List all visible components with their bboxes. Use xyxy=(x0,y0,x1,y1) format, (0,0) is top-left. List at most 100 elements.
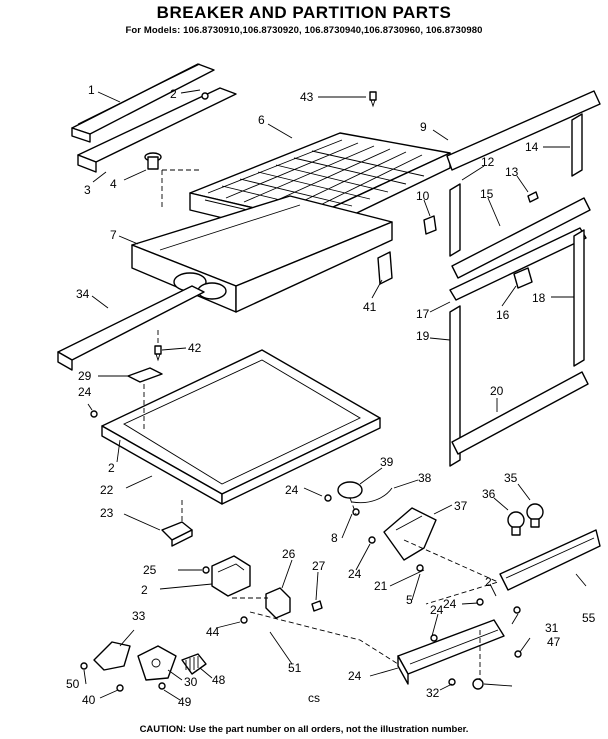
callout-30: 24 xyxy=(348,669,362,683)
callout-42: 42 xyxy=(188,341,202,355)
callout-23: 23 xyxy=(100,506,114,520)
part-23-hinge-clip xyxy=(161,521,193,547)
callout-38: 38 xyxy=(418,471,432,485)
part-32-knob xyxy=(472,678,484,690)
callout-46: 31 xyxy=(545,621,559,635)
callout-24d: 24 xyxy=(443,597,457,611)
part-17-rail xyxy=(449,227,587,301)
part-20-rail xyxy=(451,371,589,455)
assembly-lines xyxy=(143,169,500,680)
callout-3: 3 xyxy=(84,183,91,197)
callout-2c: 2 xyxy=(485,575,492,589)
part-18-post xyxy=(573,229,585,367)
part-10-clip xyxy=(423,215,437,235)
part-9-divider-panel xyxy=(446,90,601,171)
part-26-hinge xyxy=(265,587,291,619)
callout-16: 16 xyxy=(496,308,510,322)
callout-labels: 1 2 3 4 43 6 9 14 12 13 15 10 7 34 41 16… xyxy=(66,83,596,709)
caution-text: Use the part number on all orders, not t… xyxy=(188,724,469,735)
callout-13: 13 xyxy=(505,165,519,179)
part-34-front-trim xyxy=(57,285,205,371)
callout-9: 9 xyxy=(420,120,427,134)
part-3-trim-rail xyxy=(77,87,237,173)
callout-24c: 24 xyxy=(348,567,362,581)
part-35-bulb xyxy=(526,503,544,528)
callout-31: 47 xyxy=(547,635,561,649)
callout-48: 30 xyxy=(184,675,198,689)
callout-19: 19 xyxy=(416,329,430,343)
callout-20: 20 xyxy=(490,384,504,398)
callout-14: 14 xyxy=(525,140,539,154)
callout-27: 27 xyxy=(312,559,326,573)
part-30-front-trim xyxy=(397,619,505,685)
part-51-connector xyxy=(181,653,207,675)
part-19-post xyxy=(449,305,461,467)
callout-40: 49 xyxy=(178,695,192,709)
part-48-switch xyxy=(137,645,177,681)
caution-note: CAUTION: Use the part number on all orde… xyxy=(0,724,608,735)
part-15-trim xyxy=(451,197,591,279)
callout-50: 40 xyxy=(82,693,96,707)
callout-25: 2 xyxy=(141,583,148,597)
part-39-socket xyxy=(337,481,363,499)
callout-26: 26 xyxy=(282,547,296,561)
part-33-handle-trim xyxy=(499,529,601,591)
callout-10: 10 xyxy=(416,189,430,203)
callout-8: 8 xyxy=(331,531,338,545)
callout-17: 17 xyxy=(416,307,430,321)
callout-12: 12 xyxy=(481,155,495,169)
part-12-strip xyxy=(449,183,461,257)
callout-29: 29 xyxy=(78,369,92,383)
callout-2: 2 xyxy=(170,87,177,101)
part-43-screw xyxy=(369,91,377,108)
callout-2b: 2 xyxy=(108,461,115,475)
callout-6: 6 xyxy=(258,113,265,127)
callout-49: 32 xyxy=(426,686,440,700)
callout-4: 4 xyxy=(110,177,117,191)
part-22-partition-panel xyxy=(101,349,381,505)
callout-51: 48 xyxy=(212,673,226,687)
part-25-bracket xyxy=(211,555,251,597)
callout-39: 39 xyxy=(380,455,394,469)
part-47-bracket xyxy=(93,641,131,671)
callout-18: 18 xyxy=(532,291,546,305)
caution-label: CAUTION: xyxy=(139,724,187,735)
callout-34: 34 xyxy=(76,287,90,301)
model-list: For Models: 106.8730910,106.8730920, 106… xyxy=(125,25,483,36)
callout-7: 7 xyxy=(110,228,117,242)
diagram-title: BREAKER AND PARTITION PARTS xyxy=(156,3,452,22)
callout-44: 24 xyxy=(430,603,444,617)
part-1-trim-rail xyxy=(71,63,215,143)
part-37-light-housing xyxy=(383,507,437,561)
part-16-hinge xyxy=(513,267,533,289)
part-14-post xyxy=(571,113,583,177)
callout-22: 22 xyxy=(100,483,114,497)
callout-43: 43 xyxy=(300,90,314,104)
drawing-mark: cs xyxy=(308,691,320,705)
part-27-screw xyxy=(311,600,323,612)
part-36-bulb xyxy=(507,511,525,536)
callout-1: 1 xyxy=(88,83,95,97)
callout-35: 35 xyxy=(504,471,518,485)
callout-24e: 25 xyxy=(143,563,157,577)
part-4-bumper xyxy=(144,152,162,170)
fasteners xyxy=(80,92,522,692)
part-41-bracket xyxy=(377,251,393,285)
callout-2d: 44 xyxy=(206,625,220,639)
callout-24f: 50 xyxy=(66,677,80,691)
callout-5: 5 xyxy=(406,593,413,607)
part-42-screw xyxy=(154,345,162,362)
callout-36: 36 xyxy=(482,487,496,501)
part-38-wire xyxy=(351,487,393,504)
part-7-breaker-tray xyxy=(131,195,393,313)
part-13-clip xyxy=(527,191,539,203)
callout-37: 37 xyxy=(454,499,468,513)
callout-21: 21 xyxy=(374,579,388,593)
callout-24a: 24 xyxy=(78,385,92,399)
callout-24b: 24 xyxy=(285,483,299,497)
callout-55: 51 xyxy=(288,661,302,675)
callout-47: 33 xyxy=(132,609,146,623)
callout-33: 55 xyxy=(582,611,596,625)
callout-41: 41 xyxy=(363,300,377,314)
